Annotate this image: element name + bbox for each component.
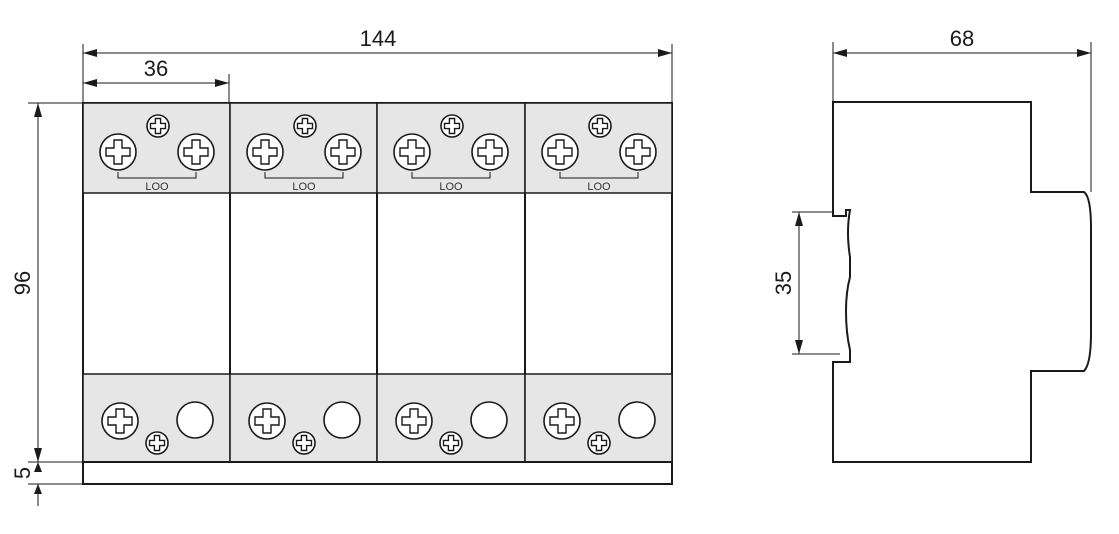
screw-icon: [248, 402, 286, 440]
screw-icon: [292, 431, 316, 455]
screw-icon: [101, 402, 139, 440]
dimension-module-width-value: 36: [144, 56, 168, 81]
screw-icon: [99, 133, 137, 171]
screw-icon: [588, 114, 612, 138]
screw-icon: [395, 402, 433, 440]
screw-icon: [146, 114, 170, 138]
module-3-label: LOO: [439, 181, 463, 193]
screw-icon: [145, 431, 169, 455]
dimension-rail-width: 35: [771, 212, 803, 354]
indicator-window: [323, 401, 361, 439]
screw-icon: [393, 133, 431, 171]
dimension-rail-width-value: 35: [771, 271, 796, 295]
screw-icon: [543, 402, 581, 440]
module-1-hardware: LOO: [99, 114, 215, 455]
screw-icon: [246, 133, 284, 171]
module-2-label: LOO: [292, 181, 316, 193]
side-view: 68 35: [771, 26, 1092, 463]
indicator-window: [618, 401, 656, 439]
dimension-module-width: 36: [83, 56, 229, 87]
screw-icon: [619, 133, 657, 171]
indicator-window: [176, 401, 214, 439]
screw-icon: [471, 133, 509, 171]
dimension-depth: 68: [833, 26, 1091, 57]
screw-icon: [440, 114, 464, 138]
screw-icon: [324, 133, 362, 171]
dimension-base-height: 5: [10, 448, 42, 506]
dimension-depth-value: 68: [950, 26, 974, 51]
module-4-label: LOO: [587, 181, 611, 193]
screw-icon: [439, 431, 463, 455]
indicator-window: [470, 401, 508, 439]
screw-icon: [293, 114, 317, 138]
module-1-label: LOO: [145, 181, 169, 193]
dimension-overall-width: 144: [83, 26, 672, 57]
side-profile: [832, 101, 1092, 463]
module-4-hardware: LOO: [541, 114, 657, 455]
front-view: LOO LOO LOO: [10, 26, 673, 506]
dimension-height-value: 96: [10, 271, 35, 295]
screw-icon: [177, 133, 215, 171]
module-2-hardware: LOO: [246, 114, 362, 455]
module-3-hardware: LOO: [393, 114, 509, 455]
dimension-overall-width-value: 144: [360, 26, 397, 51]
dimension-base-height-value: 5: [10, 467, 35, 479]
screw-icon: [587, 431, 611, 455]
screw-icon: [541, 133, 579, 171]
dimension-height: 96: [10, 103, 42, 462]
mounting-base: [82, 461, 673, 485]
